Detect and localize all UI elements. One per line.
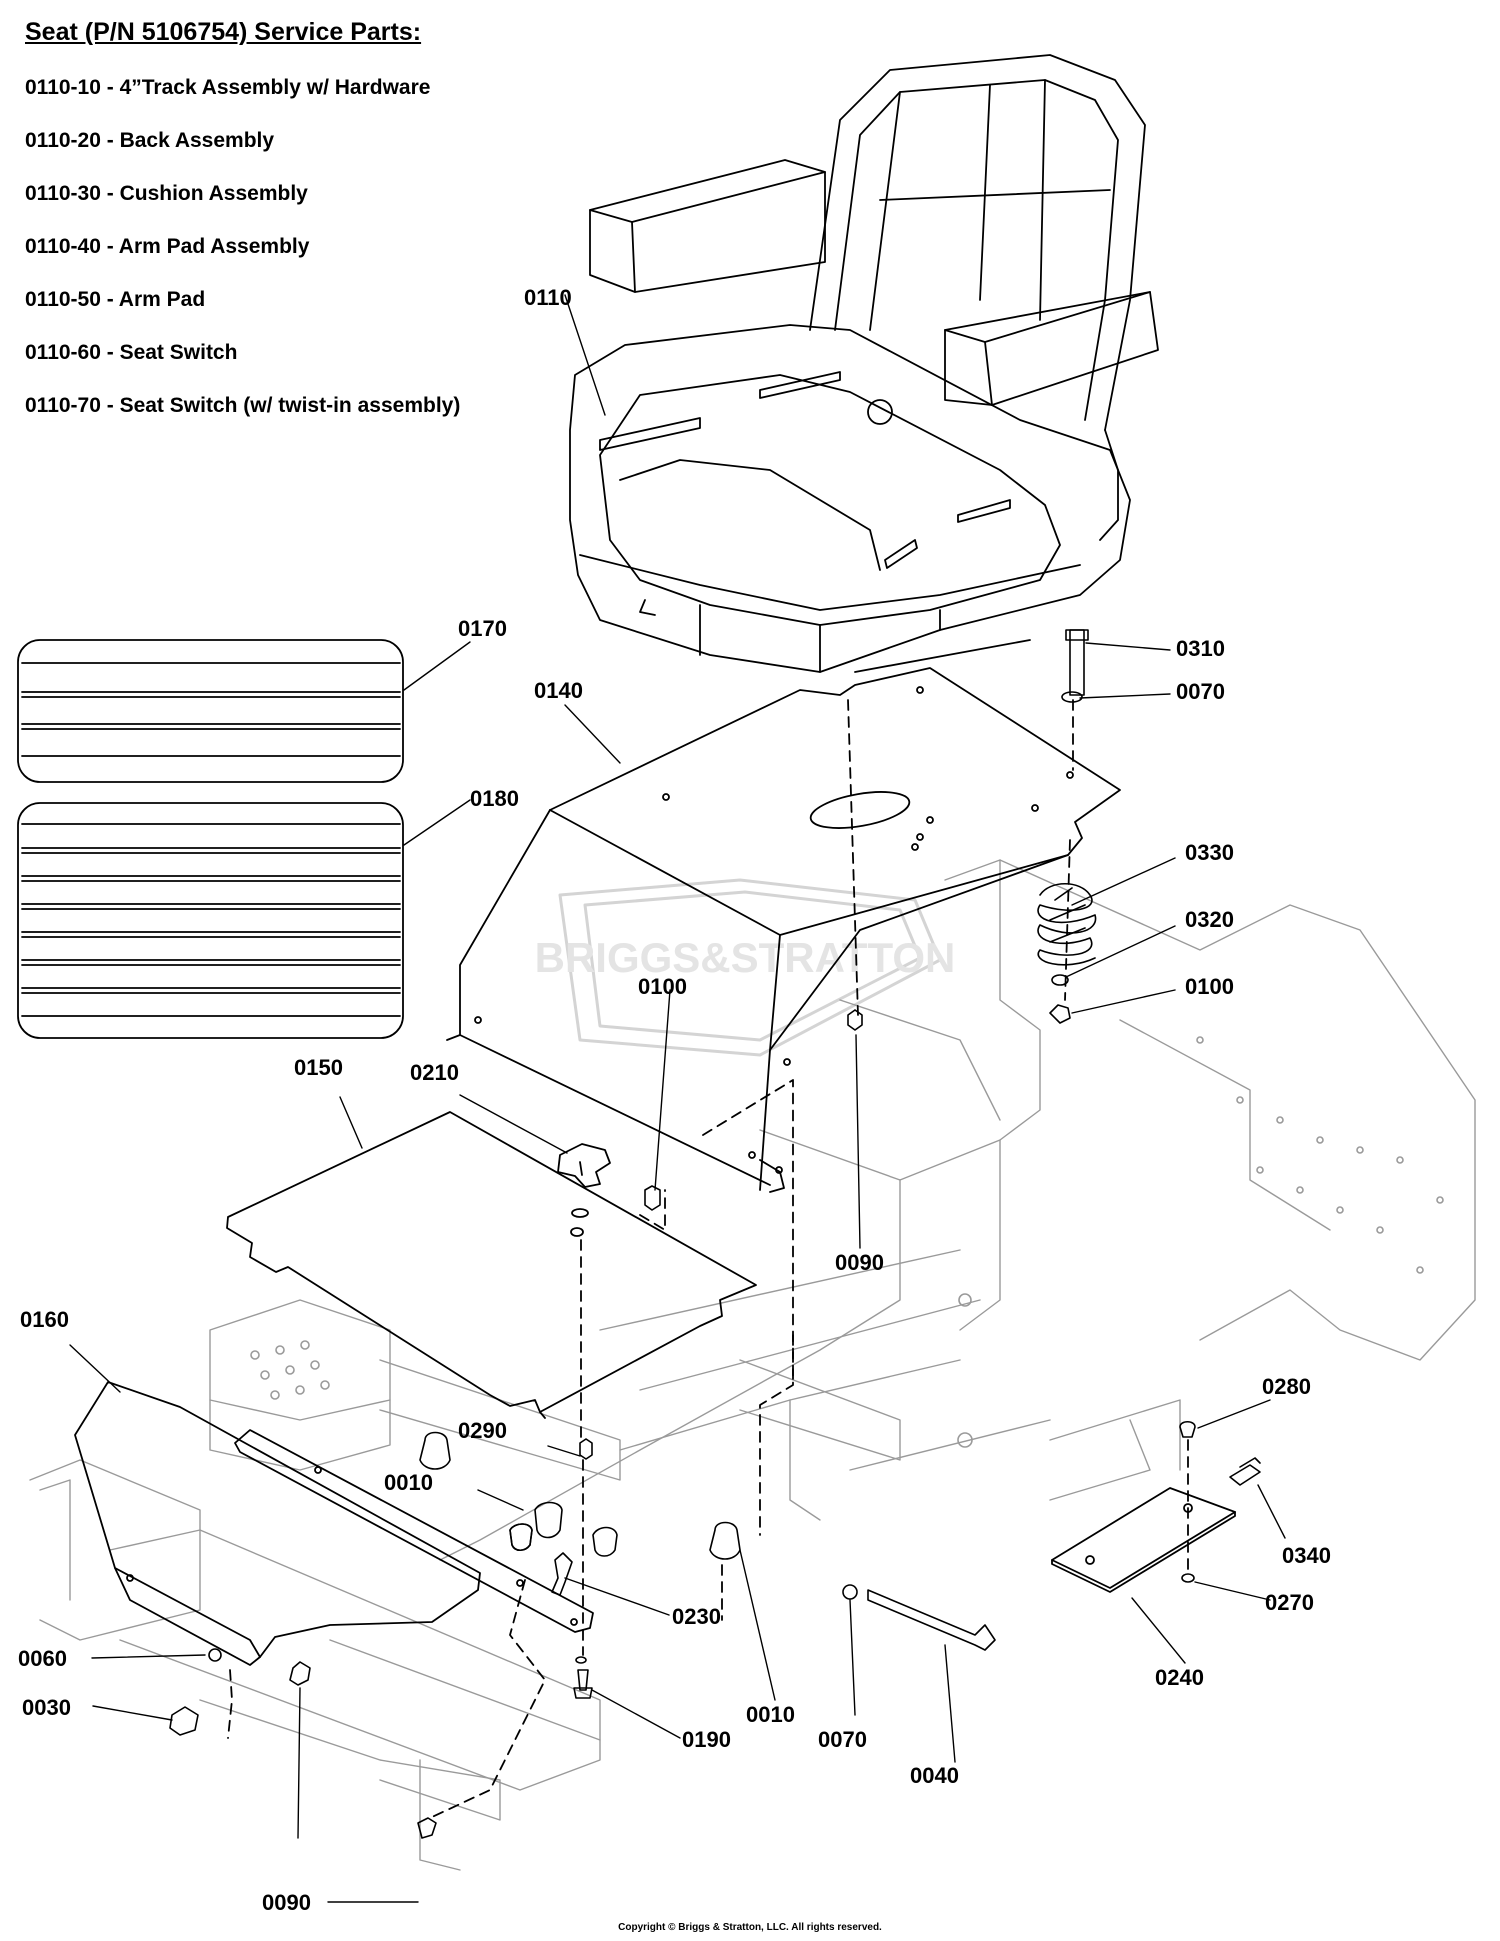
callout-washer-left: 0060 bbox=[18, 1646, 67, 1671]
callout-pin: 0230 bbox=[672, 1604, 721, 1629]
callout-seat-pan: 0140 bbox=[534, 678, 583, 703]
service-parts-heading: Seat (P/N 5106754) Service Parts: bbox=[25, 18, 422, 46]
callout-bolt-left: 0030 bbox=[22, 1695, 71, 1720]
callout-plate: 0150 bbox=[294, 1055, 343, 1080]
service-part-item: 0110-30 - Cushion Assembly bbox=[25, 182, 308, 205]
copyright-notice: Copyright © Briggs & Stratton, LLC. All … bbox=[618, 1922, 882, 1933]
service-part-item: 0110-50 - Arm Pad bbox=[25, 288, 206, 311]
seat-assembly bbox=[569, 54, 1159, 673]
callout-latch: 0340 bbox=[1282, 1543, 1331, 1568]
decal-lower bbox=[17, 802, 404, 1039]
callout-spring: 0330 bbox=[1185, 840, 1234, 865]
seat-pan bbox=[446, 667, 1121, 1193]
decal-upper bbox=[17, 639, 404, 783]
callout-knob: 0210 bbox=[410, 1060, 459, 1085]
hardware bbox=[169, 629, 1261, 1839]
callout-decal-upper: 0170 bbox=[458, 616, 507, 641]
callout-nut-spring: 0100 bbox=[1185, 974, 1234, 999]
callout-screw-cover: 0280 bbox=[1262, 1374, 1311, 1399]
cover-plate bbox=[1051, 1487, 1236, 1593]
seat-plate bbox=[226, 1111, 757, 1419]
rear-panel bbox=[74, 1381, 594, 1666]
service-part-item: 0110-60 - Seat Switch bbox=[25, 341, 238, 364]
callout-washer-bottom: 0070 bbox=[818, 1727, 867, 1752]
knob bbox=[557, 1143, 611, 1237]
callout-bolt-top: 0310 bbox=[1176, 636, 1225, 661]
mower-frame bbox=[29, 859, 1476, 1871]
leader-lines bbox=[69, 294, 1286, 1903]
callout-grommet: 0290 bbox=[458, 1418, 507, 1443]
callout-decal-lower: 0180 bbox=[470, 786, 519, 811]
service-part-item: 0110-10 - 4”Track Assembly w/ Hardware bbox=[25, 76, 431, 99]
watermark-text: BRIGGS&STRATTON bbox=[535, 934, 956, 981]
service-part-item: 0110-20 - Back Assembly bbox=[25, 129, 275, 152]
callout-nut-pan: 0090 bbox=[835, 1250, 884, 1275]
frame-holes bbox=[250, 1036, 1444, 1448]
assembly-lines bbox=[227, 699, 1189, 1819]
callout-bumper-left: 0010 bbox=[384, 1470, 433, 1495]
callout-washer-spring: 0320 bbox=[1185, 907, 1234, 932]
callout-washer-cover: 0270 bbox=[1265, 1590, 1314, 1615]
callout-nut-center: 0100 bbox=[638, 974, 687, 999]
callout-rear-panel: 0160 bbox=[20, 1307, 69, 1332]
callout-long-bolt: 0040 bbox=[910, 1763, 959, 1788]
callout-bumper-right: 0010 bbox=[746, 1702, 795, 1727]
callout-washer-top: 0070 bbox=[1176, 679, 1225, 704]
callout-cover-plate: 0240 bbox=[1155, 1665, 1204, 1690]
callout-seat: 0110 bbox=[524, 285, 572, 310]
service-part-item: 0110-70 - Seat Switch (w/ twist-in assem… bbox=[25, 394, 461, 417]
service-part-item: 0110-40 - Arm Pad Assembly bbox=[25, 235, 310, 258]
callout-screw-bottom: 0190 bbox=[682, 1727, 731, 1752]
watermark-logo bbox=[558, 878, 942, 1057]
callout-nut-bottom: 0090 bbox=[262, 1890, 311, 1915]
